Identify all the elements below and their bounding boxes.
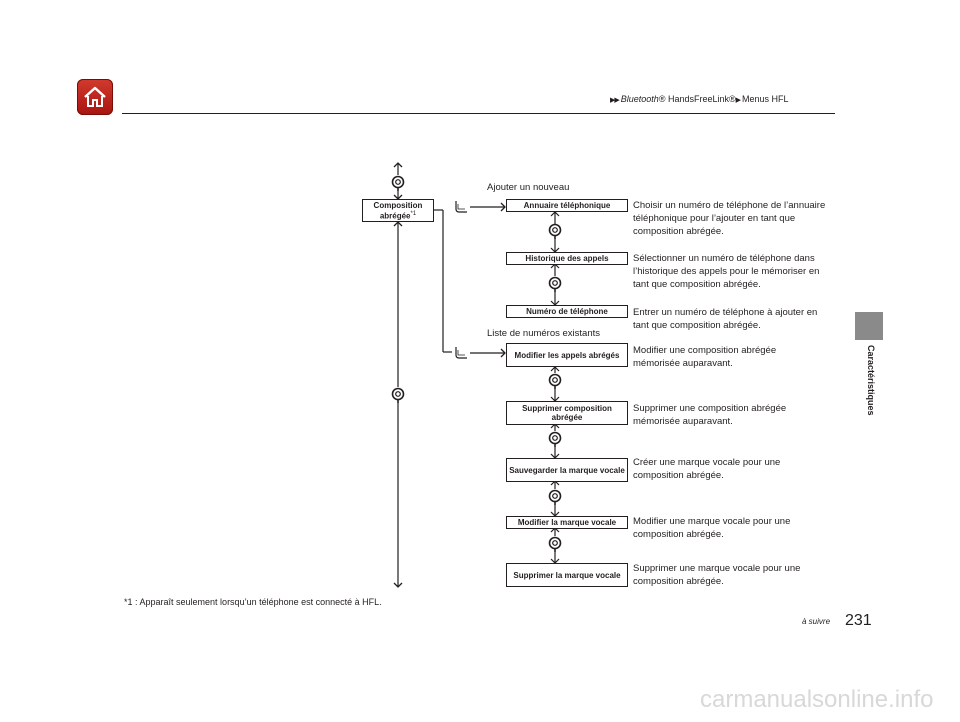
selector-knob-icon — [391, 175, 405, 192]
menu-item-supprimer-marque[interactable]: Supprimer la marque vocale — [506, 563, 628, 587]
item-description: Entrer un numéro de téléphone à ajouter … — [633, 307, 818, 331]
page-number: 231 — [845, 612, 872, 629]
footnote-mark: *1 — [410, 210, 417, 217]
selector-knob-icon — [548, 223, 562, 240]
selector-knob-icon — [548, 373, 562, 390]
breadcrumb-item-bluetooth-suffix[interactable]: ® HandsFreeLink® — [658, 94, 736, 104]
menu-item-historique[interactable]: Historique des appels — [506, 252, 628, 265]
breadcrumb: ▶▶Bluetooth® HandsFreeLink®▶Menus HFL — [610, 94, 789, 104]
item-description: Supprimer une marque vocale pour une com… — [633, 563, 801, 587]
home-button[interactable] — [77, 79, 113, 115]
item-description: Choisir un numéro de téléphone de l’annu… — [633, 200, 826, 237]
continue-label[interactable]: à suivre — [802, 617, 831, 626]
home-icon — [84, 86, 106, 107]
item-description: Supprimer une composition abrégée mémori… — [633, 403, 787, 427]
press-icon — [455, 200, 468, 213]
header-divider — [122, 113, 835, 114]
breadcrumb-item-menus[interactable]: Menus HFL — [742, 94, 789, 104]
selector-knob-icon — [391, 387, 405, 404]
menu-item-supprimer-composition[interactable]: Supprimer composition abrégée — [506, 401, 628, 425]
press-icon — [455, 346, 468, 359]
menu-item-annuaire[interactable]: Annuaire téléphonique — [506, 199, 628, 212]
watermark: carmanualsonline.info — [700, 686, 934, 713]
root-menu-box[interactable]: Composition abrégée*1 — [362, 199, 434, 222]
breadcrumb-arrow-icon: ▶ — [735, 97, 741, 104]
menu-item-sauvegarder-marque[interactable]: Sauvegarder la marque vocale — [506, 458, 628, 482]
item-description: Modifier une marque vocale pour une comp… — [633, 516, 791, 540]
selector-knob-icon — [548, 489, 562, 506]
branch-add-label: Ajouter un nouveau — [487, 182, 570, 193]
selector-knob-icon — [548, 536, 562, 553]
menu-item-modifier-marque[interactable]: Modifier la marque vocale — [506, 516, 628, 529]
breadcrumb-item-bluetooth[interactable]: Bluetooth — [620, 94, 659, 104]
selector-knob-icon — [548, 276, 562, 293]
menu-item-numero[interactable]: Numéro de téléphone — [506, 305, 628, 318]
section-label: Caractéristiques — [866, 345, 876, 416]
root-menu-label: Composition abrégée — [373, 200, 423, 221]
breadcrumb-arrow-icon: ▶▶ — [610, 97, 620, 104]
branch-edit-label: Liste de numéros existants — [487, 328, 601, 339]
section-tab[interactable] — [855, 312, 883, 340]
scroll-up-arrow-icon — [393, 162, 403, 175]
menu-item-modifier-appels[interactable]: Modifier les appels abrégés — [506, 343, 628, 367]
item-description: Sélectionner un numéro de téléphone dans… — [633, 253, 820, 290]
footnote: *1 : Apparaît seulement lorsqu’un téléph… — [124, 597, 382, 607]
item-description: Créer une marque vocale pour une composi… — [633, 457, 781, 481]
selector-knob-icon — [548, 431, 562, 448]
item-description: Modifier une composition abrégée mémoris… — [633, 345, 777, 369]
